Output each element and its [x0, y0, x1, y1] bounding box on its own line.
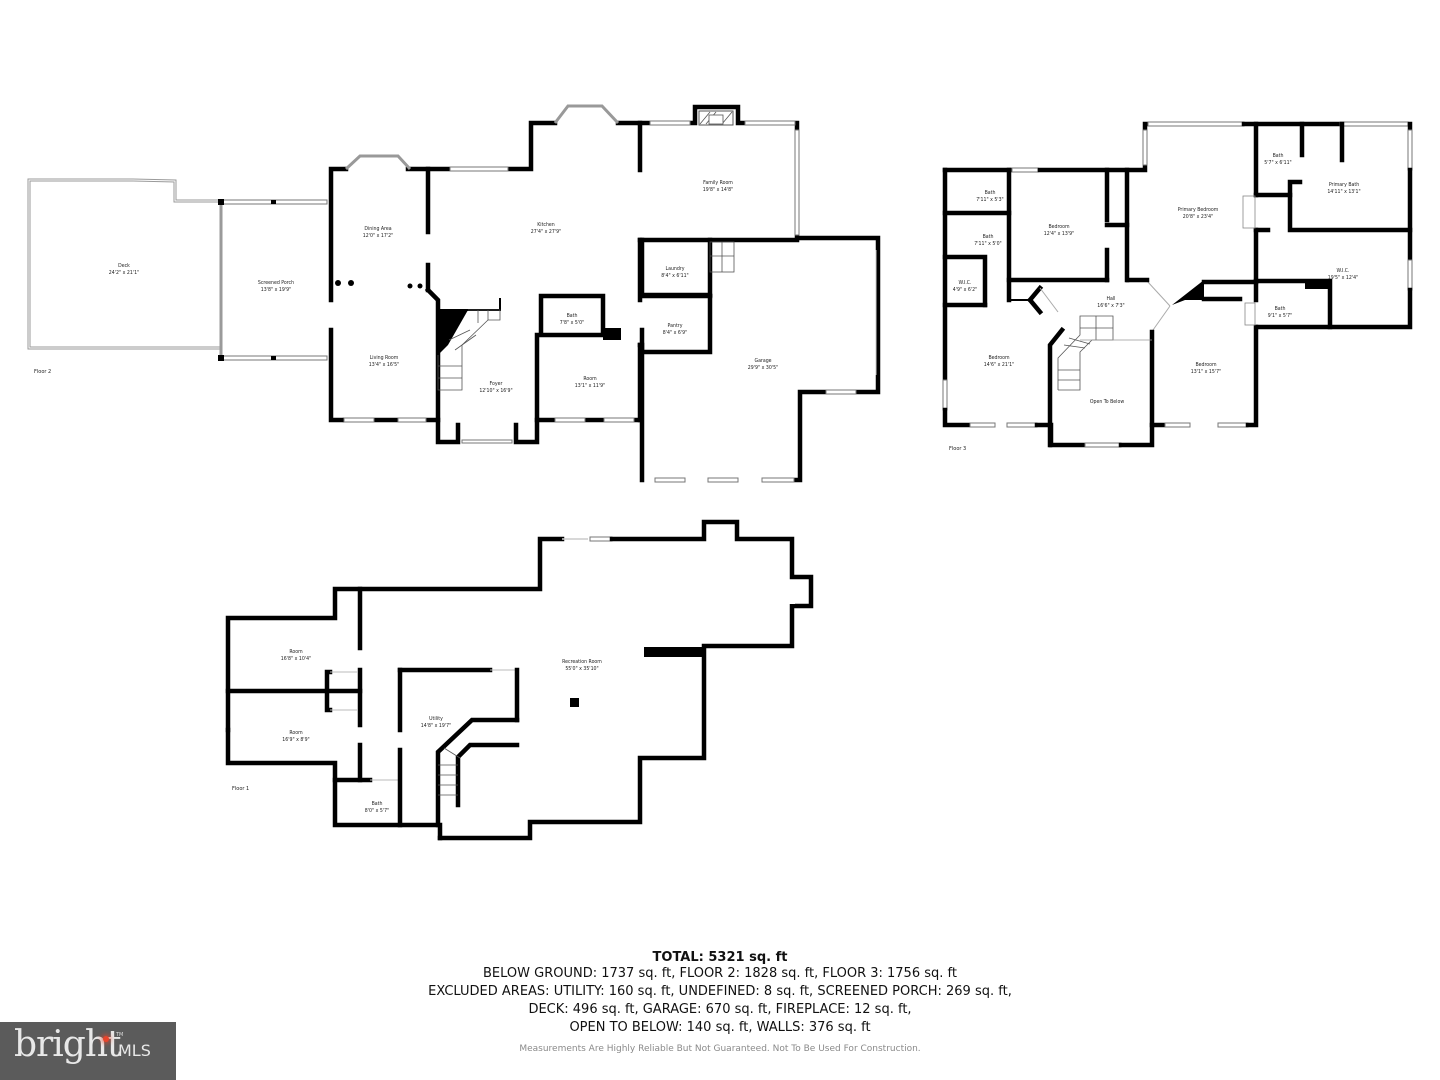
svg-text:Dining Area: Dining Area [364, 226, 391, 232]
svg-text:Garage: Garage [754, 358, 771, 364]
floor-1-plan: Room 16'8" x 10'4" Room 16'9" x 8'9" Bat… [225, 519, 814, 841]
excluded-areas-line-2: DECK: 496 sq. ft, GARAGE: 670 sq. ft, FI… [528, 1002, 912, 1017]
floor-3-plan: Bath 7'11" x 5'3" Bath 7'11" x 5'0" W.I.… [942, 121, 1413, 452]
svg-text:Bath: Bath [1275, 306, 1286, 312]
svg-text:12'10" x 16'9": 12'10" x 16'9" [479, 388, 512, 394]
svg-text:20'8" x 23'4": 20'8" x 23'4" [1183, 214, 1213, 220]
floor-3-labels: Bath 7'11" x 5'3" Bath 7'11" x 5'0" W.I.… [949, 153, 1361, 452]
svg-text:Deck: Deck [118, 263, 130, 269]
svg-text:Floor 3: Floor 3 [949, 446, 966, 452]
svg-text:Bedroom: Bedroom [988, 355, 1010, 361]
svg-text:Bath: Bath [983, 234, 994, 240]
svg-text:13'8" x 19'9": 13'8" x 19'9" [261, 287, 291, 293]
svg-text:12'4" x 13'9": 12'4" x 13'9" [1044, 231, 1074, 237]
svg-text:Primary Bath: Primary Bath [1329, 182, 1359, 188]
svg-text:4'9" x 6'2": 4'9" x 6'2" [953, 287, 977, 293]
svg-text:Primary Bedroom: Primary Bedroom [1178, 207, 1219, 213]
svg-text:Floor 2: Floor 2 [34, 369, 51, 375]
total-area: TOTAL: 5321 sq. ft [652, 950, 788, 965]
svg-text:Bedroom: Bedroom [1195, 362, 1217, 368]
svg-text:19'5" x 12'4": 19'5" x 12'4" [1328, 275, 1358, 281]
svg-text:Bedroom: Bedroom [1048, 224, 1070, 230]
svg-text:14'6" x 21'1": 14'6" x 21'1" [984, 362, 1014, 368]
svg-text:19'8" x 14'8": 19'8" x 14'8" [703, 187, 733, 193]
svg-text:8'4" x 6'11": 8'4" x 6'11" [661, 273, 688, 279]
svg-text:7'8" x 5'0": 7'8" x 5'0" [560, 320, 584, 326]
svg-text:27'4" x 27'9": 27'4" x 27'9" [531, 229, 561, 235]
svg-text:16'9" x 8'9": 16'9" x 8'9" [282, 737, 309, 743]
logo-mls: MLS [118, 1041, 151, 1060]
svg-text:Foyer: Foyer [490, 381, 503, 387]
svg-text:Recreation Room: Recreation Room [562, 659, 602, 665]
area-breakdown-floors: BELOW GROUND: 1737 sq. ft, FLOOR 2: 1828… [483, 966, 957, 981]
svg-text:16'8" x 10'4": 16'8" x 10'4" [281, 656, 311, 662]
svg-text:13'1" x 11'9": 13'1" x 11'9" [575, 383, 605, 389]
svg-text:Screened Porch: Screened Porch [258, 280, 294, 286]
svg-text:W.I.C.: W.I.C. [958, 280, 971, 286]
svg-text:29'9" x 30'5": 29'9" x 30'5" [748, 365, 778, 371]
svg-text:Pantry: Pantry [668, 323, 683, 329]
excluded-areas-line-3: OPEN TO BELOW: 140 sq. ft, WALLS: 376 sq… [569, 1020, 871, 1035]
stairs-floor-2 [437, 241, 735, 391]
floor-2-plan: Deck 24'2" x 21'1" Screened Porch 13'8" … [27, 104, 881, 483]
floor-1-labels: Room 16'8" x 10'4" Room 16'9" x 8'9" Bat… [232, 649, 602, 814]
svg-text:Laundry: Laundry [665, 266, 684, 272]
svg-text:Utility: Utility [429, 716, 443, 722]
disclaimer: Measurements Are Highly Reliable But Not… [519, 1044, 921, 1054]
svg-text:14'8" x 19'7": 14'8" x 19'7" [421, 723, 451, 729]
svg-text:Kitchen: Kitchen [537, 222, 555, 228]
fireplace [698, 110, 734, 126]
svg-text:Bath: Bath [1273, 153, 1284, 159]
svg-text:Open To Below: Open To Below [1090, 399, 1124, 405]
logo-star-icon [103, 1036, 109, 1042]
svg-text:Floor 1: Floor 1 [232, 786, 249, 792]
svg-text:8'0" x 5'7": 8'0" x 5'7" [365, 808, 389, 814]
svg-text:W.I.C.: W.I.C. [1336, 268, 1349, 274]
stairs-floor-3 [1057, 315, 1152, 391]
svg-text:Room: Room [583, 376, 597, 382]
floor-2-labels: Deck 24'2" x 21'1" Screened Porch 13'8" … [34, 180, 778, 394]
svg-text:Bath: Bath [567, 313, 578, 319]
svg-text:13'4" x 16'5": 13'4" x 16'5" [369, 362, 399, 368]
svg-text:Bath: Bath [985, 190, 996, 196]
stairs-floor-1 [438, 747, 461, 796]
svg-text:14'11" x 13'1": 14'11" x 13'1" [1327, 189, 1360, 195]
svg-text:5'7" x 6'11": 5'7" x 6'11" [1264, 160, 1291, 166]
svg-text:Bath: Bath [372, 801, 383, 807]
svg-text:24'2" x 21'1": 24'2" x 21'1" [109, 270, 139, 276]
screened-porch-outline [218, 199, 328, 361]
excluded-areas-line-1: EXCLUDED AREAS: UTILITY: 160 sq. ft, UND… [428, 984, 1012, 999]
deck-outline [27, 178, 220, 350]
svg-text:7'11" x 5'3": 7'11" x 5'3" [976, 197, 1003, 203]
svg-text:55'0" x 35'10": 55'0" x 35'10" [565, 666, 598, 672]
svg-text:Family Room: Family Room [703, 180, 733, 186]
logo-trademark: TM [116, 1032, 124, 1038]
svg-text:Living Room: Living Room [370, 355, 399, 361]
svg-text:13'1" x 15'7": 13'1" x 15'7" [1191, 369, 1221, 375]
svg-text:Room: Room [289, 730, 303, 736]
svg-text:8'4" x 6'9": 8'4" x 6'9" [663, 330, 687, 336]
svg-text:12'0" x 17'2": 12'0" x 17'2" [363, 233, 393, 239]
svg-text:9'1" x 5'7": 9'1" x 5'7" [1268, 313, 1292, 319]
bright-mls-logo: bright TM MLS [0, 1022, 176, 1080]
svg-text:7'11" x 5'0": 7'11" x 5'0" [974, 241, 1001, 247]
svg-text:16'6" x 7'3": 16'6" x 7'3" [1097, 303, 1124, 309]
logo-wordmark: bright [14, 1024, 121, 1065]
svg-text:Hall: Hall [1107, 296, 1116, 302]
svg-text:Room: Room [289, 649, 303, 655]
